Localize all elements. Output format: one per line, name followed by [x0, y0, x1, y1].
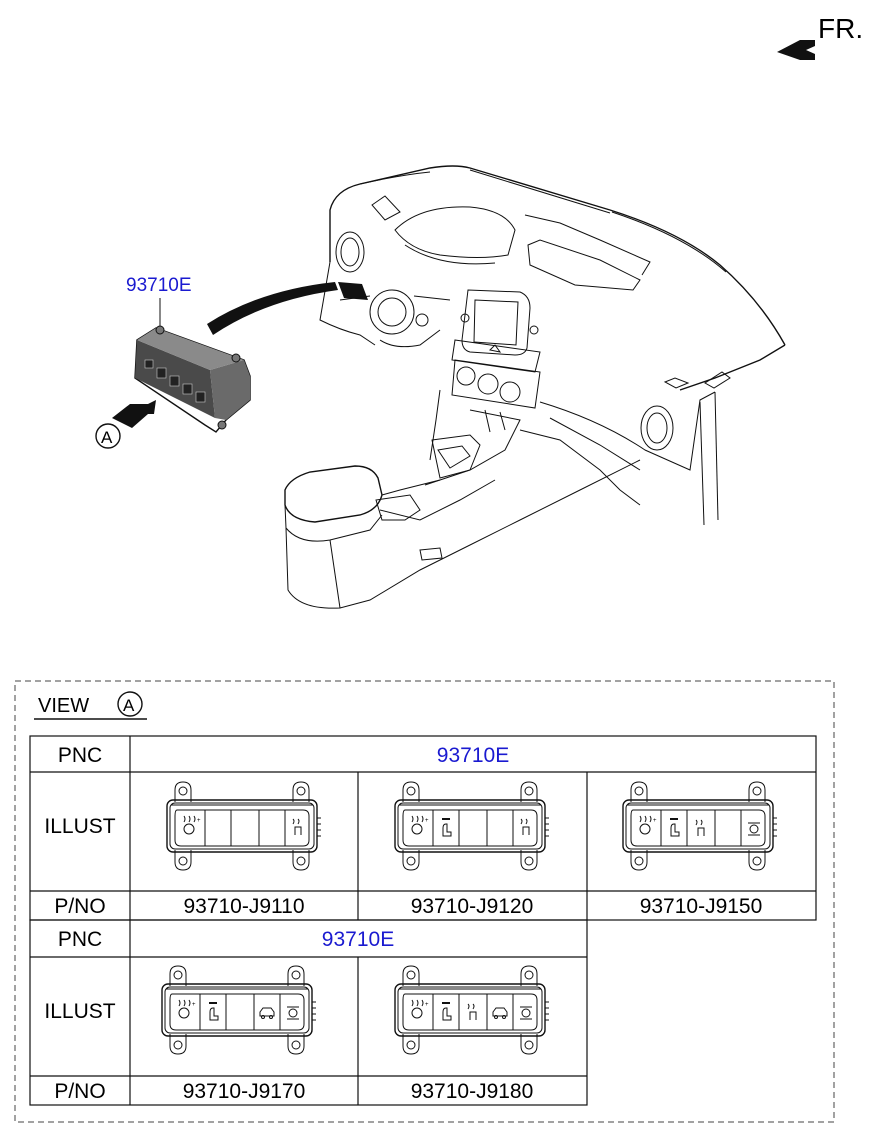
view-heading-letter: A [123, 696, 135, 715]
table2-part-number: 93710-J9170 [183, 1080, 306, 1103]
table2-pnc-label: PNC [58, 928, 102, 951]
switch-illustration-j9170 [161, 965, 317, 1055]
front-direction-label: FR. [818, 13, 863, 44]
table1-pnc-value: 93710E [437, 744, 509, 767]
table2-pno-label: P/NO [54, 1080, 105, 1103]
switch-illustration-j9110 [166, 781, 322, 871]
view-title: VIEW [38, 695, 89, 717]
table1-illust-label: ILLUST [44, 815, 115, 838]
table1-pno-label: P/NO [54, 895, 105, 918]
table1-part-number: 93710-J9150 [640, 895, 763, 918]
parts-table-2: PNC 93710E ILLUST P/NO 93710-J9170 93710… [29, 919, 588, 1106]
switch-illustration-j9150 [622, 781, 778, 871]
table2-pnc-value: 93710E [322, 928, 394, 951]
switch-illustration-j9120 [394, 781, 550, 871]
dashboard-illustration [284, 165, 786, 609]
parts-table-1: PNC 93710E ILLUST P/NO 93710-J9110 93710… [29, 735, 817, 921]
table2-part-number: 93710-J9180 [411, 1080, 534, 1103]
view-marker-letter: A [101, 428, 113, 447]
switch-illustration-j9180 [394, 965, 550, 1055]
table1-part-number: 93710-J9120 [411, 895, 534, 918]
switch-module-3d-illustration: A [95, 325, 251, 449]
front-direction-indicator: FR. [777, 13, 863, 60]
front-direction-arrow-icon [777, 40, 815, 60]
switch-part-callout: 93710E [126, 275, 338, 335]
callout-part-number: 93710E [126, 275, 192, 296]
view-heading: VIEW A [34, 691, 147, 720]
table2-illust-label: ILLUST [44, 1000, 115, 1023]
table1-part-number: 93710-J9110 [183, 895, 304, 918]
table1-pnc-label: PNC [58, 744, 102, 767]
